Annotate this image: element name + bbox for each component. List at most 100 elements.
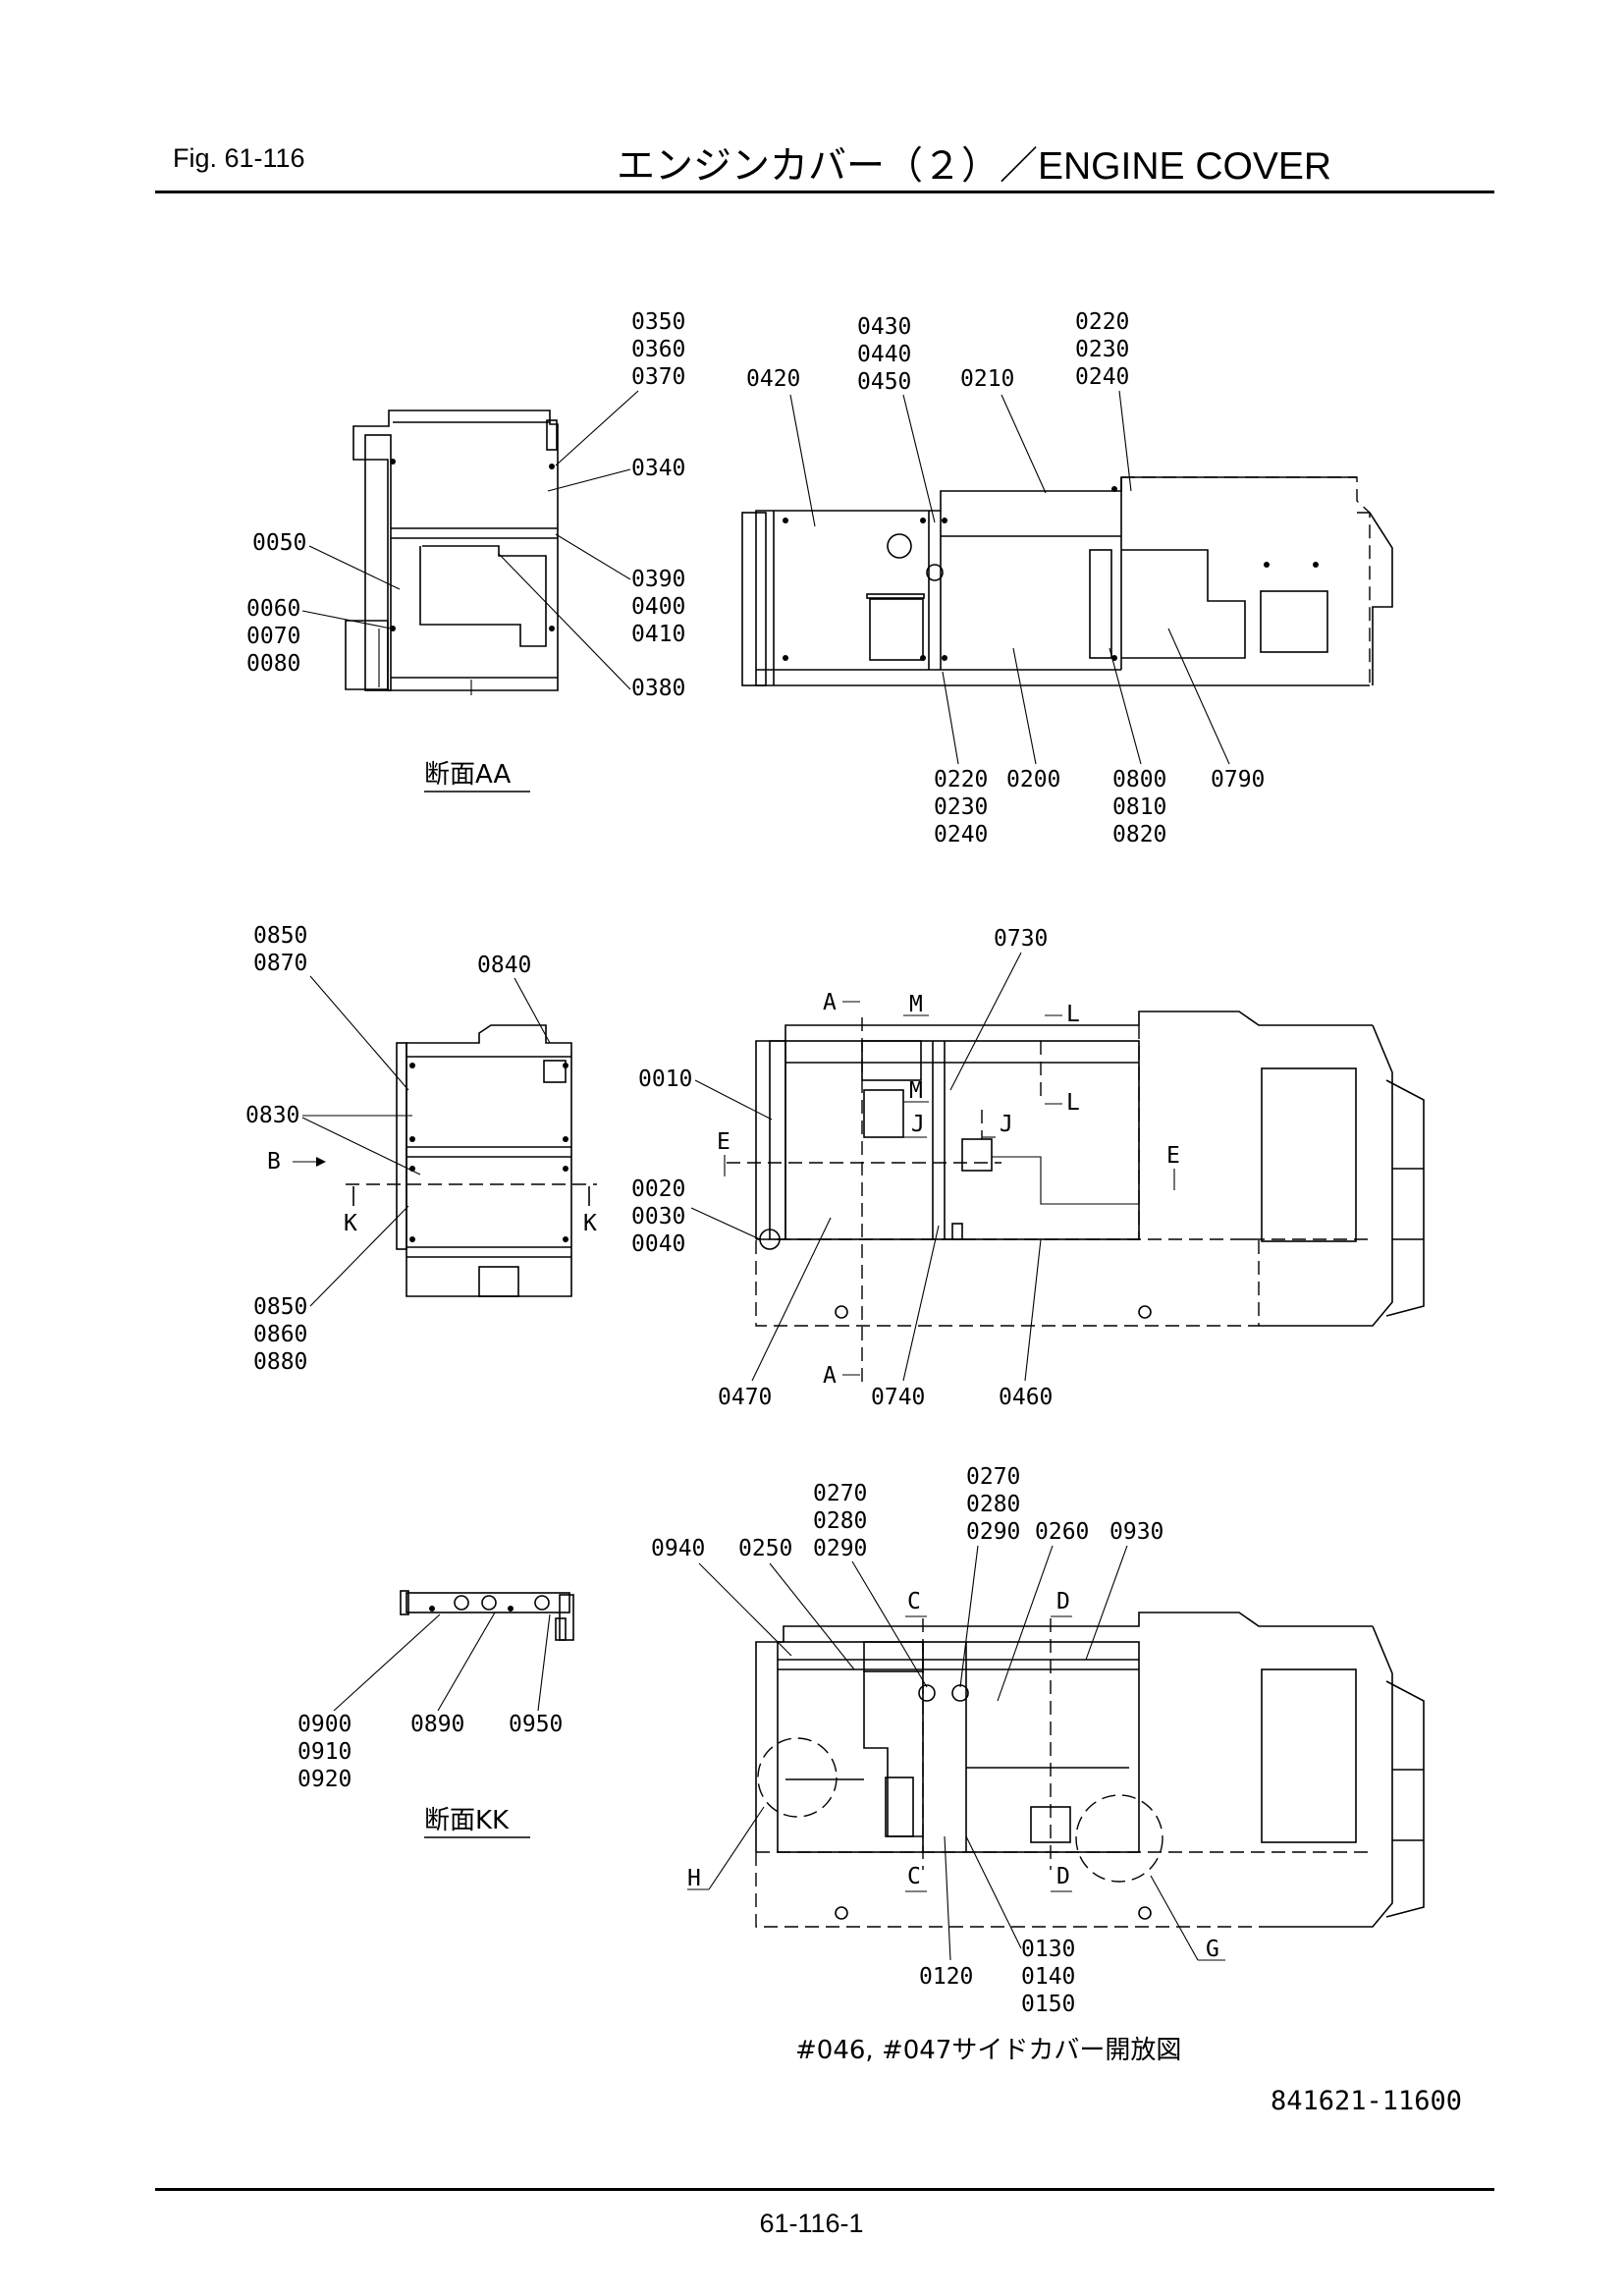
marker-h: H <box>687 1866 701 1891</box>
marker-k-right: K <box>583 1211 597 1236</box>
callout-0250: 0250 <box>738 1536 792 1561</box>
callout-0230-bottom: 0230 <box>934 794 988 820</box>
callout-0140: 0140 <box>1021 1964 1075 1990</box>
callout-0280-right: 0280 <box>966 1492 1020 1517</box>
page-title: エンジンカバー（２）／ENGINE COVER <box>617 145 1332 188</box>
callout-0420: 0420 <box>746 366 800 392</box>
section-aa-view <box>345 410 559 695</box>
callout-0220-top: 0220 <box>1075 309 1129 335</box>
callout-0880: 0880 <box>253 1349 307 1375</box>
callout-0800: 0800 <box>1112 767 1166 793</box>
marker-e-right: E <box>1166 1143 1180 1169</box>
plan-view-callouts: 0420 0430 0440 0450 0210 0220 0230 0240 … <box>746 309 1265 847</box>
callout-0260: 0260 <box>1035 1519 1089 1545</box>
marker-g: G <box>1206 1937 1219 1962</box>
callout-0280-left: 0280 <box>813 1508 867 1534</box>
marker-j-left: J <box>911 1112 925 1137</box>
marker-a-bottom: A <box>823 1363 837 1389</box>
header-rule <box>155 191 1494 193</box>
callout-0240-bottom: 0240 <box>934 822 988 847</box>
callout-0730: 0730 <box>994 926 1048 952</box>
callout-0030: 0030 <box>631 1204 685 1230</box>
callout-0350: 0350 <box>631 309 685 335</box>
callout-0890: 0890 <box>410 1712 464 1737</box>
side-cover-open-view: C C D D H G <box>687 1589 1425 1962</box>
callout-0870: 0870 <box>253 951 307 976</box>
section-aa-label: 断面AA <box>424 760 512 790</box>
callout-0920: 0920 <box>298 1767 352 1792</box>
side-view: B K K <box>267 1024 597 1297</box>
callout-0070: 0070 <box>246 624 300 649</box>
section-aa-callouts: 0350 0360 0370 0340 0050 0060 0070 0080 … <box>246 309 685 701</box>
callout-0210: 0210 <box>960 366 1014 392</box>
side-view-callouts: 0850 0870 0840 0830 0850 0860 0880 <box>245 923 551 1375</box>
callout-0080: 0080 <box>246 651 300 677</box>
callout-0340: 0340 <box>631 456 685 481</box>
callout-0270-left: 0270 <box>813 1481 867 1506</box>
callout-0040: 0040 <box>631 1231 685 1257</box>
callout-0390: 0390 <box>631 567 685 592</box>
callout-0410: 0410 <box>631 622 685 647</box>
callout-0120: 0120 <box>919 1964 973 1990</box>
callout-0290-left: 0290 <box>813 1536 867 1561</box>
front-view-callouts: 0730 0010 0020 0030 0040 0470 0740 0460 <box>631 926 1053 1410</box>
callout-0840: 0840 <box>477 953 531 978</box>
callout-0740: 0740 <box>871 1385 925 1410</box>
callout-0950: 0950 <box>509 1712 563 1737</box>
marker-m-lower: M <box>909 1078 923 1104</box>
callout-0230-top: 0230 <box>1075 337 1129 362</box>
callout-0240-top: 0240 <box>1075 364 1129 390</box>
marker-c-bottom: C <box>907 1864 921 1889</box>
callout-0470: 0470 <box>718 1385 772 1410</box>
callout-0150: 0150 <box>1021 1992 1075 2017</box>
callout-0460: 0460 <box>999 1385 1053 1410</box>
callout-0130: 0130 <box>1021 1937 1075 1962</box>
marker-e-left: E <box>717 1129 730 1155</box>
callout-0360: 0360 <box>631 337 685 362</box>
section-kk-view <box>400 1590 574 1641</box>
marker-d-bottom: D <box>1056 1864 1070 1889</box>
callout-0910: 0910 <box>298 1739 352 1765</box>
callout-0850-top: 0850 <box>253 923 307 949</box>
callout-0050: 0050 <box>252 530 306 556</box>
callout-0290-right: 0290 <box>966 1519 1020 1545</box>
callout-0930: 0930 <box>1109 1519 1163 1545</box>
section-kk-callouts: 0900 0910 0920 0890 0950 <box>298 1612 563 1792</box>
marker-d-top: D <box>1056 1589 1070 1614</box>
callout-0850-bottom: 0850 <box>253 1294 307 1320</box>
footer-rule <box>155 2188 1494 2191</box>
marker-l-lower: L <box>1066 1090 1080 1116</box>
marker-b: B <box>267 1149 281 1175</box>
callout-0430: 0430 <box>857 314 911 340</box>
callout-0900: 0900 <box>298 1712 352 1737</box>
marker-l-top: L <box>1066 1002 1080 1027</box>
callout-0380: 0380 <box>631 676 685 701</box>
plan-view <box>741 476 1393 686</box>
drawing-number: 841621-11600 <box>1271 2086 1462 2116</box>
section-kk-label: 断面KK <box>424 1806 510 1835</box>
marker-m-top: M <box>909 992 923 1017</box>
marker-k-left: K <box>344 1211 357 1236</box>
marker-c-top: C <box>907 1589 921 1614</box>
callout-0860: 0860 <box>253 1322 307 1347</box>
front-view: A A M M L L J J E E <box>717 990 1425 1389</box>
marker-a-top: A <box>823 990 837 1015</box>
callout-0020: 0020 <box>631 1176 685 1202</box>
side-cover-open-callouts: 0270 0280 0290 0270 0280 0290 0940 0250 … <box>651 1464 1163 2017</box>
callout-0060: 0060 <box>246 596 300 622</box>
callout-0830: 0830 <box>245 1103 299 1128</box>
callout-0810: 0810 <box>1112 794 1166 820</box>
callout-0010: 0010 <box>638 1066 692 1092</box>
callout-0400: 0400 <box>631 594 685 620</box>
callout-0450: 0450 <box>857 369 911 395</box>
page-number: 61-116-1 <box>759 2209 864 2238</box>
marker-j-right: J <box>1000 1112 1013 1137</box>
callout-0270-right: 0270 <box>966 1464 1020 1490</box>
callout-0820: 0820 <box>1112 822 1166 847</box>
callout-0790: 0790 <box>1211 767 1265 793</box>
callout-0940: 0940 <box>651 1536 705 1561</box>
callout-0200: 0200 <box>1006 767 1060 793</box>
callout-0370: 0370 <box>631 364 685 390</box>
side-cover-open-caption: #046, #047サイドカバー開放図 <box>795 2036 1181 2065</box>
